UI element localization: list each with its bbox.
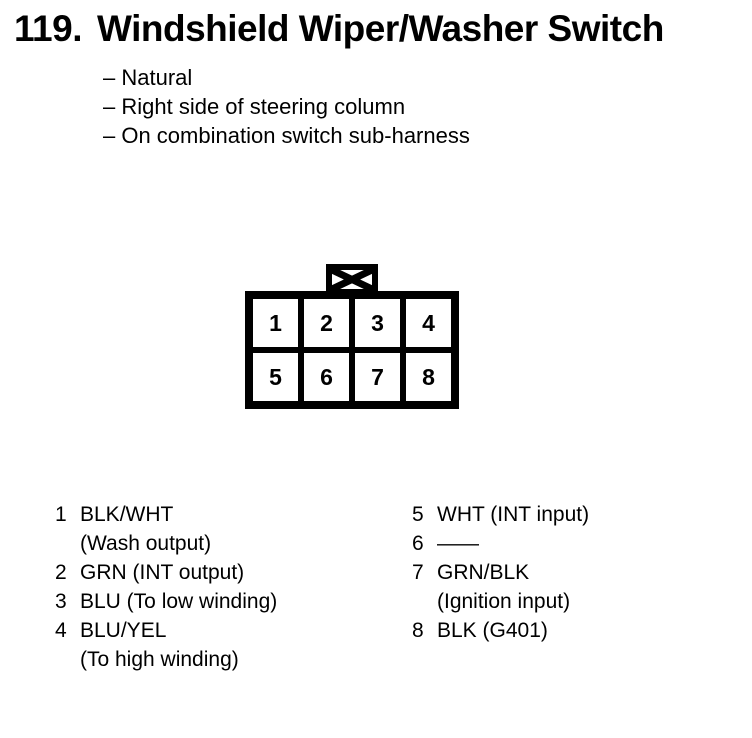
legend-pin-number: 6: [412, 532, 424, 555]
legend-pin-label: BLU (To low winding): [80, 590, 278, 613]
legend-pin-number: 5: [412, 503, 424, 526]
legend-pin-sublabel: (To high winding): [80, 648, 239, 671]
legend-entry-2: 2 GRN (INT output): [55, 558, 277, 587]
note-item: – On combination switch sub-harness: [103, 123, 470, 148]
figure-title: Windshield Wiper/Washer Switch: [96, 8, 664, 49]
legend-pin-label: BLK (G401): [437, 619, 548, 642]
legend-pin-number: 1: [55, 503, 67, 526]
legend-pin-label: BLU/YEL: [80, 619, 167, 642]
legend-pin-number: 8: [412, 619, 424, 642]
legend-pin-label: GRN/BLK: [437, 561, 530, 584]
note-item: – Right side of steering column: [103, 94, 406, 119]
note-item: – Natural: [103, 65, 193, 90]
legend-pin-sublabel: (Wash output): [80, 532, 212, 555]
legend-pin-label: WHT (INT input): [437, 503, 590, 526]
legend-pin-label: ——: [437, 532, 479, 555]
legend-pin-number: 7: [412, 561, 424, 584]
connector-pin-4: 4: [406, 299, 451, 347]
pin-legend-left: 1 BLK/WHT (Wash output) 2 GRN (INT outpu…: [55, 500, 277, 674]
legend-pin-label: GRN (INT output): [80, 561, 245, 584]
legend-entry-4: 4 BLU/YEL (To high winding): [55, 616, 277, 674]
connector-pin-2: 2: [304, 299, 349, 347]
legend-entry-6: 6 ——: [412, 529, 589, 558]
legend-entry-3: 3 BLU (To low winding): [55, 587, 277, 616]
connector-body: 1 2 3 4 5 6 7 8: [245, 291, 459, 409]
connector-pin-7: 7: [355, 353, 400, 401]
connector-pin-5: 5: [253, 353, 298, 401]
figure-number: 119.: [14, 8, 82, 49]
connector-diagram: 1 2 3 4 5 6 7 8: [245, 264, 459, 409]
legend-pin-number: 4: [55, 619, 67, 642]
legend-pin-sublabel: (Ignition input): [437, 590, 571, 613]
legend-entry-1: 1 BLK/WHT (Wash output): [55, 500, 277, 558]
connector-pin-6: 6: [304, 353, 349, 401]
connector-pin-1: 1: [253, 299, 298, 347]
legend-pin-number: 2: [55, 561, 67, 584]
legend-entry-7: 7 GRN/BLK (Ignition input): [412, 558, 589, 616]
legend-entry-5: 5 WHT (INT input): [412, 500, 589, 529]
connector-pin-8: 8: [406, 353, 451, 401]
notes-list: – Natural – Right side of steering colum…: [103, 63, 470, 150]
connector-lock-tab-icon: [326, 264, 378, 295]
connector-pin-3: 3: [355, 299, 400, 347]
legend-entry-8: 8 BLK (G401): [412, 616, 589, 645]
page-title: 119. Windshield Wiper/Washer Switch: [14, 8, 664, 50]
legend-pin-label: BLK/WHT: [80, 503, 174, 526]
legend-pin-number: 3: [55, 590, 67, 613]
pin-legend-right: 5 WHT (INT input) 6 —— 7 GRN/BLK (Igniti…: [412, 500, 589, 645]
